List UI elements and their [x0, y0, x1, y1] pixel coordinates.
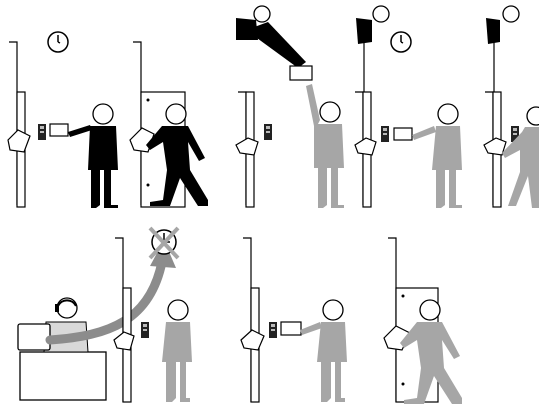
access-card-icon [50, 124, 68, 136]
camera-icon [356, 18, 372, 44]
door-handle-icon [8, 130, 30, 152]
card-reader-icon [38, 124, 46, 140]
door-frame [9, 42, 17, 205]
door-frame [388, 238, 396, 402]
scene-4-card-with-clock [355, 6, 462, 208]
card-reader-icon [141, 322, 149, 338]
scene-6-remote-operator [18, 228, 192, 402]
door-handle-icon [355, 138, 376, 155]
scene-8-walk-through-gray [384, 238, 462, 404]
card-reader-icon [264, 124, 272, 140]
person-black [68, 104, 118, 208]
person-gray-reaching [300, 300, 347, 402]
crossed-clock-icon [150, 228, 178, 258]
person-gray-reaching-up [306, 84, 344, 208]
camera-icon [486, 18, 500, 44]
door-handle-icon [241, 330, 264, 350]
wall-clock-icon [48, 32, 68, 52]
scene-5-entering [484, 6, 539, 208]
person-gray [412, 104, 462, 208]
access-card-icon [394, 128, 412, 140]
access-card-icon [281, 322, 301, 335]
door-handle-icon [114, 332, 134, 350]
card-reader-icon [381, 126, 389, 142]
scene-7-card-swipe-gray [241, 238, 347, 402]
scene-3-camera-view [236, 6, 344, 208]
desk-icon [20, 352, 106, 400]
access-card-icon [290, 66, 312, 80]
scene-2-walk-through [130, 42, 208, 207]
person-gray-standing [162, 300, 192, 402]
door-handle-icon [236, 138, 258, 155]
door-frame [133, 42, 141, 205]
door-frame [243, 238, 251, 402]
scene-1-card-swipe [8, 32, 118, 208]
card-reader-icon [269, 322, 277, 338]
wall-clock-icon [391, 32, 411, 52]
monitor-icon [18, 324, 50, 350]
person-gray-walking [502, 107, 539, 208]
